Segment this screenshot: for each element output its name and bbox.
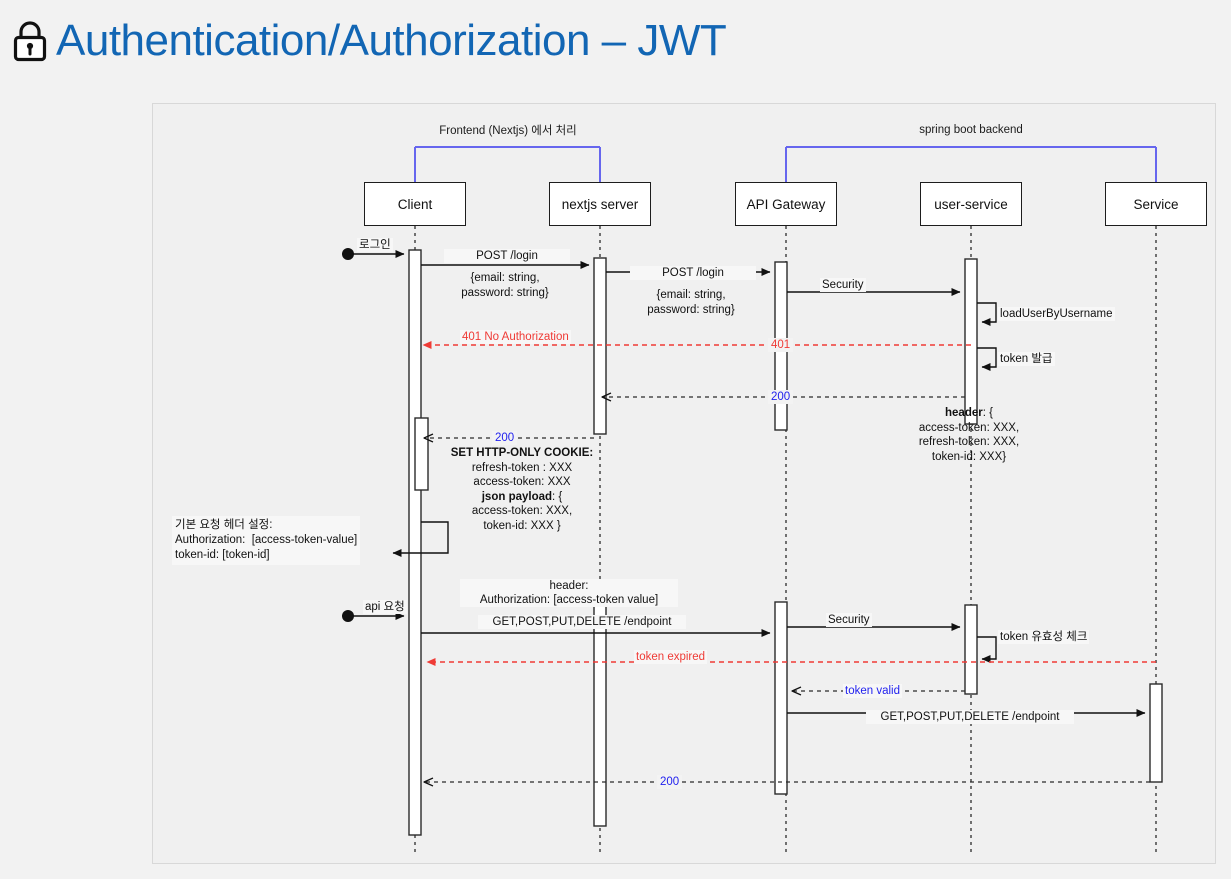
participant-service[interactable]: Service: [1105, 182, 1207, 226]
annotation-set-cookie-title: SET HTTP-ONLY COOKIE:: [450, 447, 594, 459]
annotation-set-cookie-lines: refresh-token : XXX access-token: XXX: [471, 461, 573, 489]
annotation-set-cookie-block: SET HTTP-ONLY COOKIE: refresh-token : XX…: [432, 446, 612, 533]
group-label-backend: spring boot backend: [919, 124, 1023, 136]
page-title: Authentication/Authorization – JWT: [56, 16, 727, 65]
annotation-header-lines: access-token: XXX, refresh-token: XXX, t…: [918, 421, 1020, 463]
annotation-header-rest: : {: [982, 407, 993, 419]
message-label-login-body-2: {email: string, password: string}: [647, 289, 735, 316]
message-label-token-valid: token valid: [843, 684, 902, 698]
message-label-200-b: 200: [492, 431, 518, 445]
message-label-api-request: api 요청: [363, 600, 407, 614]
message-label-401-no-authorization: 401 No Authorization: [460, 330, 571, 344]
message-label-login: 로그인: [357, 238, 393, 252]
annotation-json-payload-lines: access-token: XXX, token-id: XXX }: [471, 505, 573, 532]
annotation-header-block: header: { access-token: XXX, refresh-tok…: [862, 406, 1076, 464]
message-label-token-expired: token expired: [634, 650, 708, 664]
participant-api-gateway[interactable]: API Gateway: [735, 182, 837, 226]
annotation-json-payload-rest: : {: [552, 490, 563, 503]
message-label-endpoint-2: GET,POST,PUT,DELETE /endpoint: [866, 710, 1074, 724]
message-label-401-code: 401: [768, 338, 794, 352]
message-label-login-body-1: {email: string, password: string}: [461, 272, 549, 299]
message-label-token-validity-check: token 유효성 체크: [998, 630, 1090, 644]
annotation-header-bold: header: [945, 407, 983, 419]
message-label-security-2: Security: [826, 613, 872, 627]
message-label-security-1: Security: [820, 278, 866, 292]
page-header: Authentication/Authorization – JWT: [8, 10, 727, 72]
participant-nextjs-server[interactable]: nextjs server: [549, 182, 651, 226]
message-label-header: header:: [460, 579, 678, 593]
participant-user-service[interactable]: user-service: [920, 182, 1022, 226]
participant-client[interactable]: Client: [364, 182, 466, 226]
message-label-endpoint-1: GET,POST,PUT,DELETE /endpoint: [478, 615, 686, 629]
group-label-frontend: Frontend (Nextjs) 에서 처리: [439, 125, 577, 137]
message-label-auth-header: Authorization: [access-token value]: [460, 593, 678, 607]
message-label-load-user-by-username: loadUserByUsername: [998, 307, 1115, 321]
message-label-200-a: 200: [768, 390, 794, 404]
note-default-request-header: 기본 요청 헤더 설정: Authorization: [access-toke…: [172, 516, 361, 565]
message-label-post-login-1: POST /login: [444, 249, 570, 263]
annotation-json-payload-bold: json payload: [481, 490, 553, 503]
message-label-200-c: 200: [657, 775, 683, 789]
message-label-token-issue: token 발급: [998, 352, 1055, 366]
diagram-canvas: [152, 103, 1216, 864]
message-label-post-login-2: POST /login: [630, 266, 756, 280]
lock-icon: [13, 21, 47, 62]
